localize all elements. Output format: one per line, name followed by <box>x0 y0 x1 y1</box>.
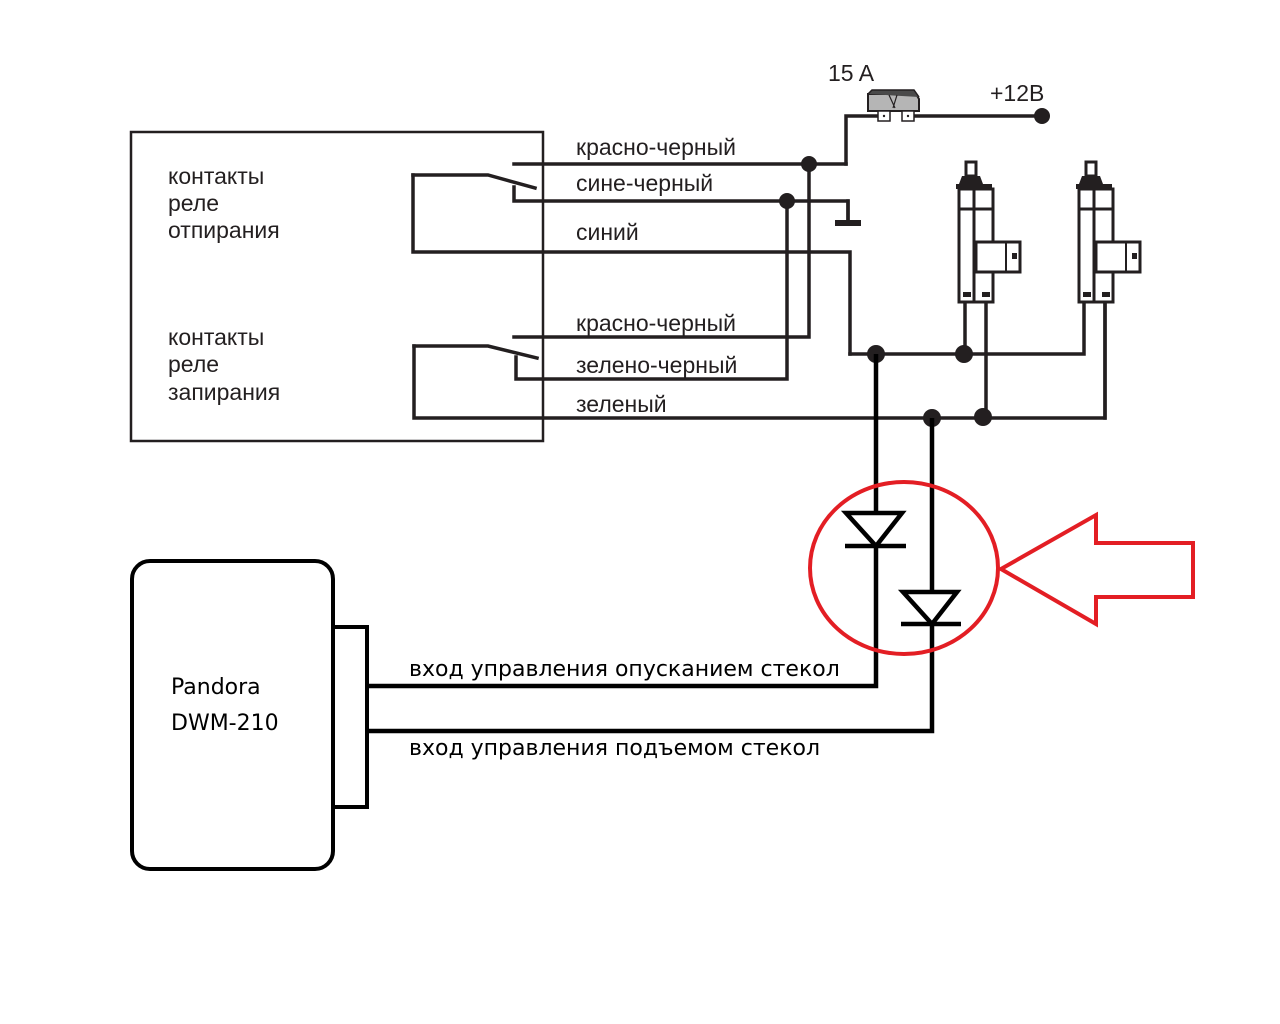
relay-block <box>129 130 545 443</box>
fuse-icon <box>867 89 920 122</box>
wire-label-green-black: зелено-черный <box>576 352 737 378</box>
ground-icon <box>835 199 861 226</box>
diode-icon <box>897 589 962 628</box>
lock-relay-label-2: реле <box>168 351 219 377</box>
junction-dot <box>801 156 817 172</box>
power-wire <box>844 114 884 166</box>
fuse-rating: 15 A <box>828 60 875 86</box>
highlight-circle <box>808 480 1000 656</box>
wire-label-blue: синий <box>576 219 639 245</box>
lock-relay-label-1: контакты <box>168 324 264 350</box>
unlock-relay-label-1: контакты <box>168 163 264 189</box>
input-up-label: вход управления подъемом стекол <box>409 736 820 761</box>
unlock-relay-label-2: реле <box>168 190 219 216</box>
junction-dot <box>955 345 973 363</box>
supply-voltage: +12В <box>990 80 1044 106</box>
arrow-left-icon <box>996 511 1195 628</box>
actuator-wiring <box>848 298 1107 420</box>
door-lock-actuator-icon <box>956 160 1022 304</box>
down-control-wire <box>368 354 879 689</box>
junction-dot <box>779 193 795 209</box>
up-control-wire <box>368 418 935 734</box>
diode-icon <box>840 510 907 550</box>
wire-label-green: зеленый <box>576 391 667 417</box>
wire-label-red-black-2: красно-черный <box>576 310 736 336</box>
wire-label-red-black-1: красно-черный <box>576 134 736 160</box>
junction-dot <box>974 408 992 426</box>
module-connector <box>331 625 369 809</box>
module-model: DWM-210 <box>171 711 279 736</box>
lock-relay-label-3: запирания <box>168 379 280 405</box>
door-lock-actuator-icon <box>1076 160 1142 304</box>
unlock-relay-label-3: отпирания <box>168 217 280 243</box>
wire-label-blue-black: сине-черный <box>576 170 713 196</box>
module-name: Pandora <box>171 675 261 700</box>
supply-terminal <box>1034 108 1050 124</box>
input-down-label: вход управления опусканием стекол <box>409 657 840 682</box>
